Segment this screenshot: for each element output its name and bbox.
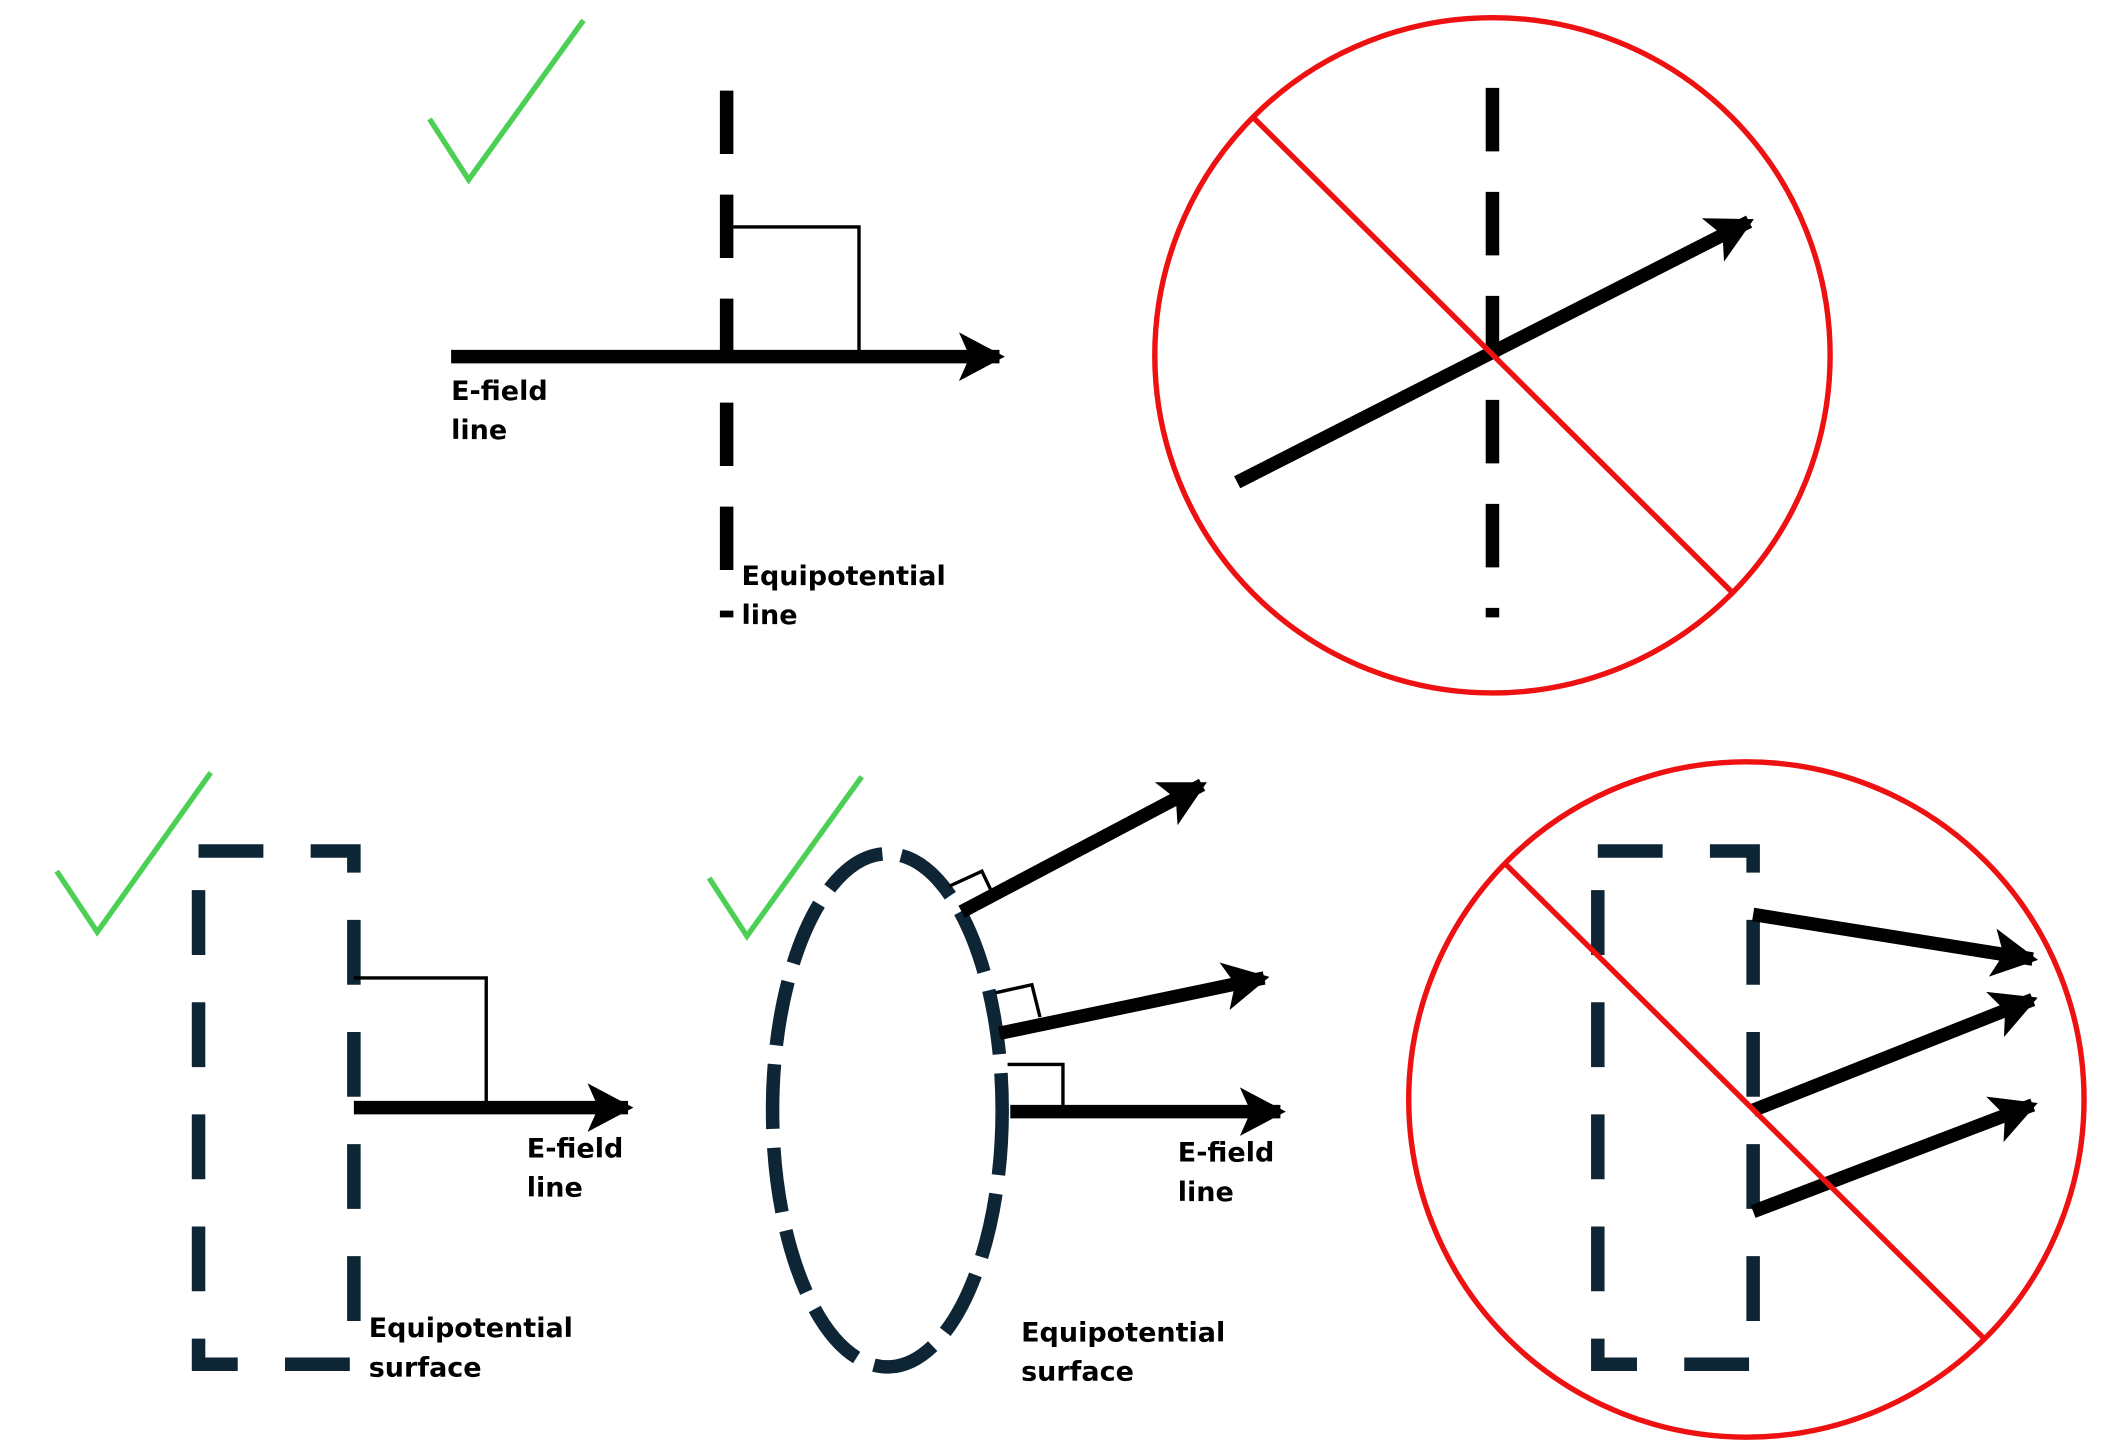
- efield-label-2: line: [527, 1173, 583, 1204]
- efield-arrow: [998, 962, 1270, 1040]
- equipotential-label-2: surface: [369, 1352, 482, 1383]
- right-angle-mark: [733, 225, 861, 354]
- right-angle-mark: [353, 976, 488, 1105]
- efield-arrow: [1750, 991, 2038, 1117]
- panel-incorrect-line: [1152, 14, 1833, 696]
- efield-label-2: line: [1178, 1177, 1234, 1208]
- prohibited-slash: [1504, 862, 1986, 1341]
- panel-correct-line: E-field line Equipotential line: [427, 18, 1005, 631]
- equipotential-label: Equipotential: [369, 1313, 573, 1344]
- checkmark-icon: [427, 18, 586, 185]
- efield-arrow: [1752, 907, 2039, 977]
- right-angle-mark: [1007, 1062, 1065, 1111]
- efield-label: E-field: [527, 1134, 624, 1165]
- prohibited-circle-icon: [1406, 759, 2087, 1440]
- panel-incorrect-rect-surface: [1406, 759, 2087, 1440]
- prohibited-circle-icon: [1152, 14, 1833, 696]
- efield-arrow: [958, 778, 1207, 918]
- checkmark-icon: [706, 775, 864, 941]
- equipotential-label: Equipotential: [742, 561, 946, 592]
- efield-arrow: [1750, 1096, 2038, 1218]
- efield-label: E-field: [1178, 1138, 1275, 1169]
- checkmark-icon: [54, 771, 213, 937]
- prohibited-slash: [1251, 115, 1734, 594]
- panel-correct-rect-surface: E-field line Equipotential surface: [54, 771, 634, 1383]
- equipotential-label-2: surface: [1021, 1356, 1134, 1387]
- equipotential-surface: [191, 844, 361, 1371]
- efield-label: E-field: [451, 376, 548, 407]
- equipotential-surface: [765, 846, 1009, 1374]
- equipotential-label-2: line: [742, 600, 798, 631]
- equipotential-label: Equipotential: [1021, 1317, 1225, 1348]
- efield-label-2: line: [451, 415, 507, 446]
- equipotential-surface: [1591, 844, 1760, 1371]
- right-angle-mark: [995, 982, 1042, 1018]
- panel-correct-ellipse-surface: E-field line Equipotential surface: [706, 775, 1286, 1387]
